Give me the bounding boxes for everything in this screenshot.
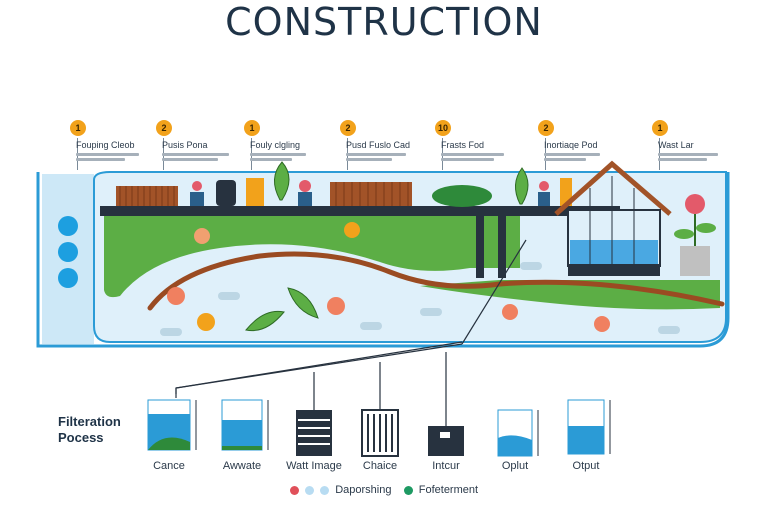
callout-line	[175, 341, 463, 394]
filter-stage-label: Awwate	[222, 460, 262, 472]
planter-box	[116, 186, 178, 206]
leaf-icon	[287, 287, 319, 319]
particle-cluster-icon	[327, 297, 345, 315]
filter-stage-1	[147, 399, 197, 451]
legend-label-1: Daporshing	[335, 484, 392, 496]
step-number-badge: 10	[435, 120, 451, 136]
flower-icon	[685, 194, 705, 214]
particle-cluster-icon	[594, 316, 610, 332]
pebble	[360, 322, 382, 330]
pebble	[160, 328, 182, 336]
step-label: Frasts Fod	[441, 140, 485, 150]
step-number-badge: 1	[652, 120, 668, 136]
step-label: Fouly clgling	[250, 140, 301, 150]
greenhouse-base	[568, 264, 660, 276]
legend-dot-light-blue	[320, 485, 330, 495]
legend-dot-light-blue	[305, 485, 315, 495]
step-number-badge: 1	[244, 120, 260, 136]
legend-dot-red	[290, 485, 299, 495]
flower-icon	[197, 313, 215, 331]
greenhouse-roof	[554, 160, 672, 216]
pebble	[420, 308, 442, 316]
particle-cluster-icon	[502, 304, 518, 320]
filter-stage-6	[497, 409, 539, 457]
filter-stage-2	[221, 399, 269, 451]
legend-dot-green	[403, 485, 413, 495]
flower-icon	[299, 180, 311, 192]
pebble	[218, 292, 240, 300]
step-description-lines	[544, 151, 614, 167]
legend: Daporshing Fofeterment	[290, 484, 478, 496]
pebble	[658, 326, 680, 334]
step-description-lines	[76, 151, 146, 167]
filtration-title-line-2: Pocess	[58, 430, 104, 445]
leaf-icon	[274, 161, 290, 201]
step-description-lines	[162, 151, 232, 167]
callout-line	[175, 343, 463, 389]
filter-stage-label: Chaice	[362, 460, 398, 472]
soil-layer	[147, 251, 725, 311]
particle-cluster-icon	[167, 287, 185, 305]
step-number-badge: 2	[340, 120, 356, 136]
filter-stage-label: Cance	[153, 460, 185, 472]
pump-circle-icon	[58, 268, 78, 288]
filter-stage-3	[296, 410, 332, 456]
pebble	[520, 262, 542, 270]
greenhouse-water	[570, 240, 658, 264]
flower-icon	[539, 181, 549, 191]
flower-pot	[298, 192, 312, 206]
deck-support	[476, 216, 484, 278]
greenhouse-door	[560, 178, 572, 206]
filter-stage-label: Otput	[572, 460, 600, 472]
water-tank	[36, 172, 730, 348]
flower-pot	[190, 192, 204, 206]
plant-pot	[680, 246, 710, 276]
step-label: Pusis Pona	[162, 140, 208, 150]
filter-box	[246, 178, 264, 206]
leaf-icon	[245, 310, 285, 332]
deck-support	[498, 216, 506, 278]
step-number-badge: 2	[156, 120, 172, 136]
step-description-lines	[250, 151, 320, 167]
filter-stage-label: Watt Image	[286, 460, 342, 472]
step-description-lines	[441, 151, 511, 167]
step-label: Wast Lar	[658, 140, 694, 150]
shrub	[432, 185, 492, 207]
step-description-lines	[346, 151, 416, 167]
filtration-title-line-1: Filteration	[58, 414, 121, 429]
leaf-icon	[515, 167, 529, 205]
pump-circle-icon	[58, 242, 78, 262]
step-label: Inortiaqe Pod	[544, 140, 598, 150]
pump-circle-icon	[58, 216, 78, 236]
filter-stage-7	[567, 399, 611, 455]
filter-stage-label: Oplut	[501, 460, 529, 472]
step-description-lines	[658, 151, 728, 167]
filter-stage-4	[361, 409, 399, 457]
callout-line	[461, 239, 527, 345]
legend-label-2: Fofeterment	[418, 484, 479, 496]
filter-stage-label: Intcur	[432, 460, 460, 472]
particle-cluster-icon	[194, 228, 210, 244]
flower-icon	[192, 181, 202, 191]
filtration-title: Filteration Pocess	[58, 414, 121, 446]
step-label: Pusd Fuslo Cad	[346, 140, 411, 150]
flower-icon	[344, 222, 360, 238]
flower-pot	[538, 192, 550, 206]
step-number-badge: 2	[538, 120, 554, 136]
step-label: Fouping Cleob	[76, 140, 135, 150]
filter-stage-5	[428, 426, 464, 456]
page-title: CONSTRUCTION	[225, 0, 543, 44]
water-tank-small	[216, 180, 236, 206]
step-number-badge: 1	[70, 120, 86, 136]
deck-platform	[100, 206, 620, 216]
